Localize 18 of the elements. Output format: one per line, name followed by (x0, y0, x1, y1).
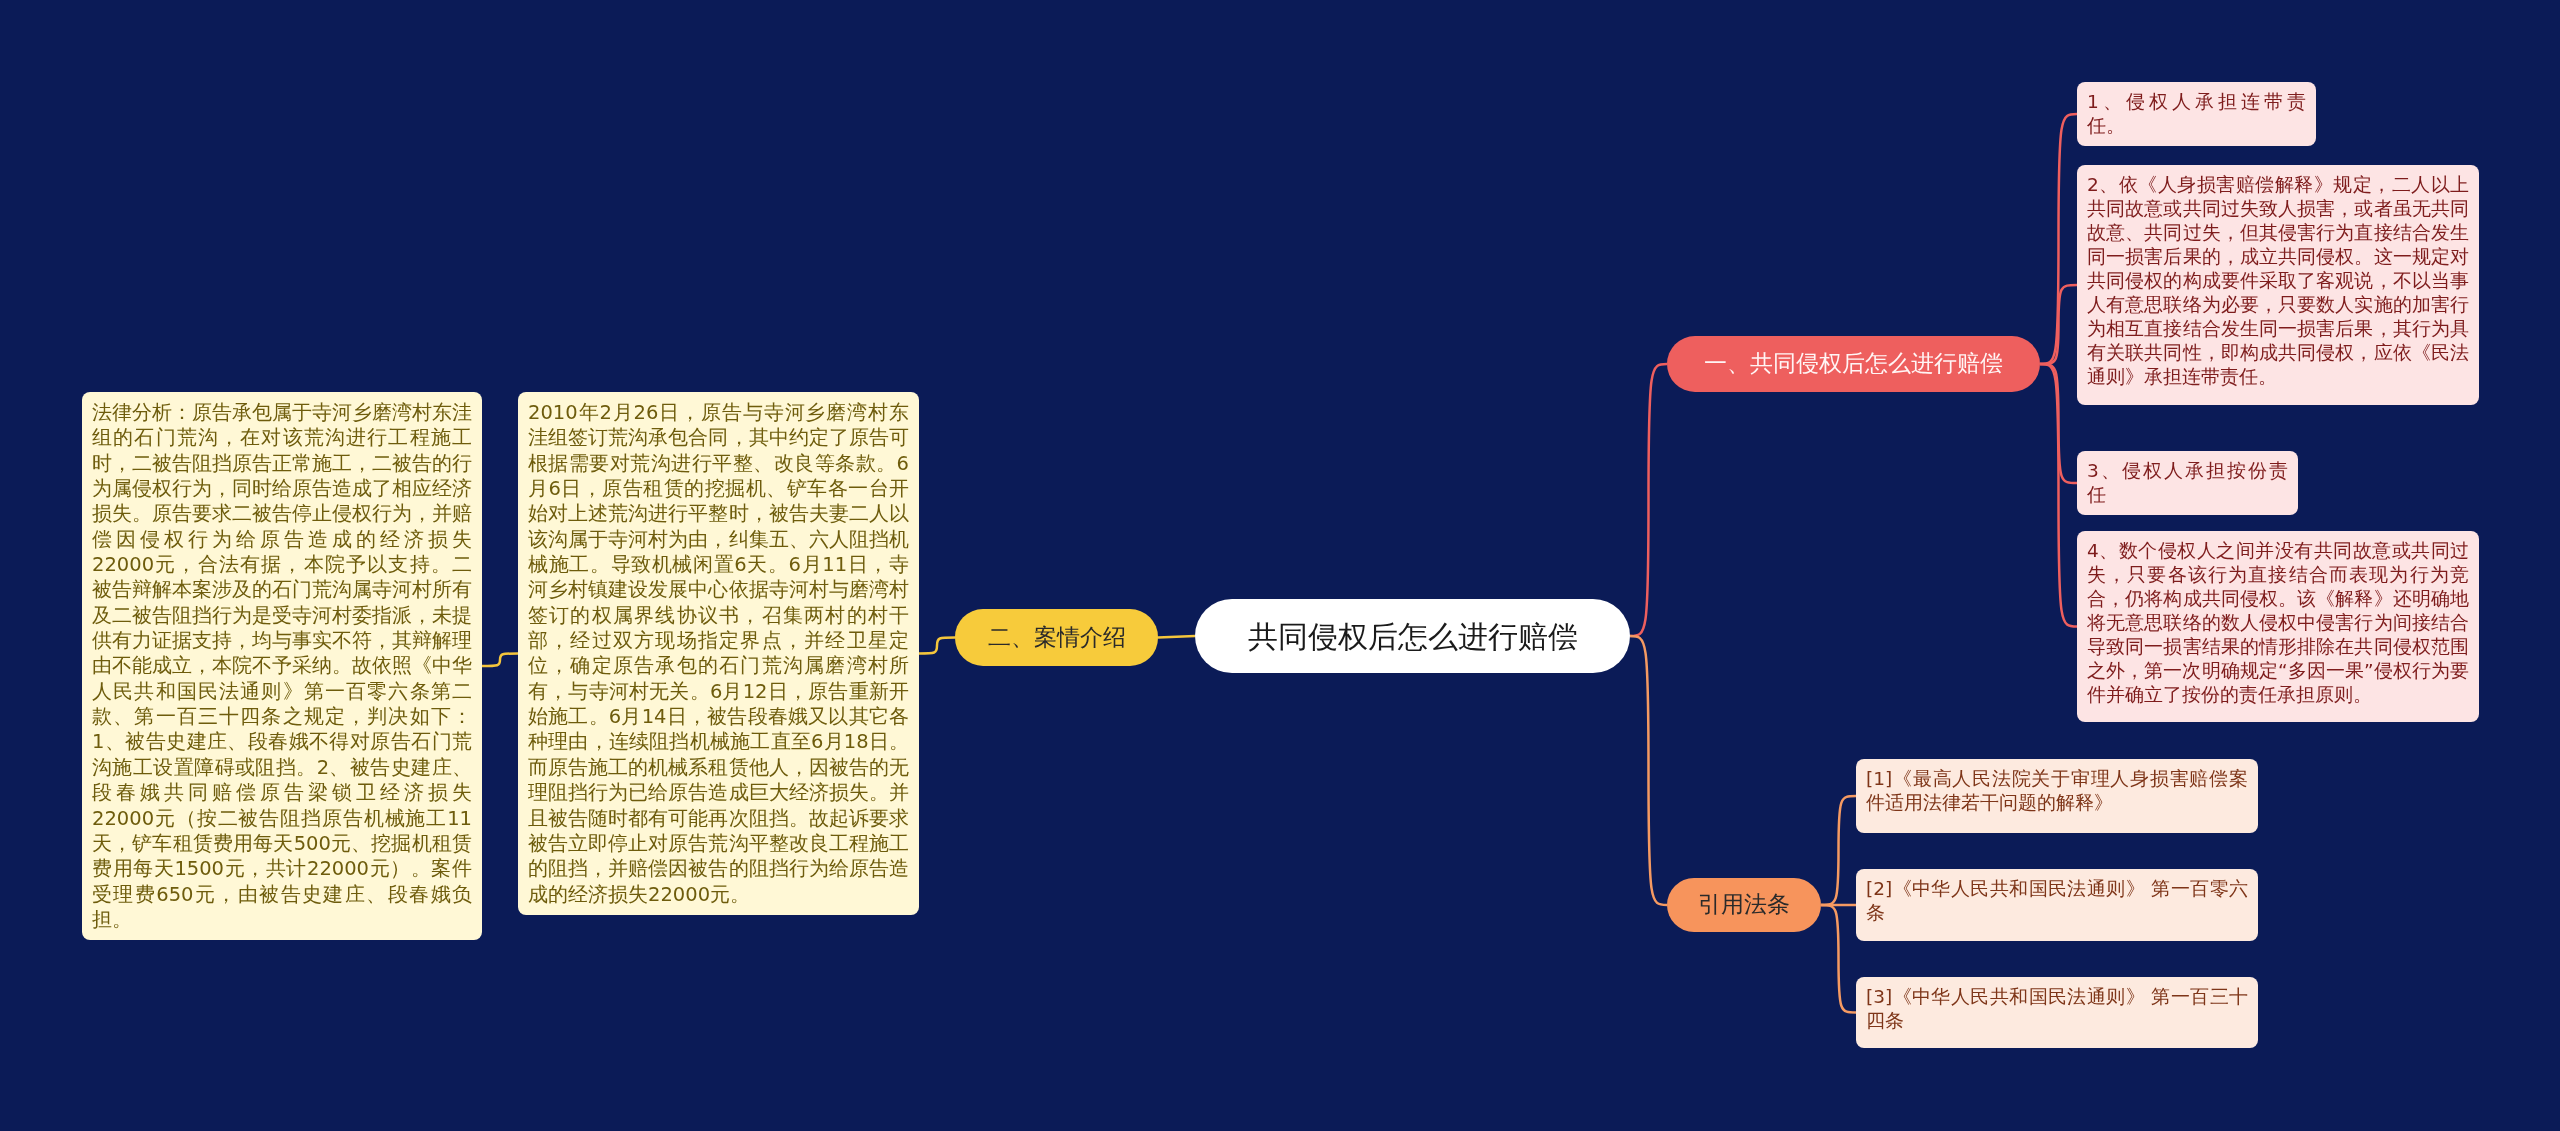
text-card: [3]《中华人民共和国民法通则》 第一百三十四条 (1856, 977, 2258, 1048)
connector-line (1157, 634, 1196, 639)
connector-line (919, 636, 955, 655)
connector-line (1629, 634, 1668, 907)
text-card: [1]《最高人民法院关于审理人身损害赔偿案件适用法律若干问题的解释》 (1856, 759, 2258, 833)
text-card: 法律分析：原告承包属于寺河乡磨湾村东洼组的石门荒沟，在对该荒沟进行工程施工时，二被告阻挡原告正常施工，二被告的行为属侵权行为，同时给原告造成了相应经济损失。原告要求二被告停止侵权行为，并赔偿因侵权行为给原告造成的经济损失22000元，合法有据，本院予以支持。二被告辩解本案涉及的石门荒沟属寺河村所有及二被告阻挡行为是受寺河村委指派，未提供有力证据支持，均与事实不符，其辩解理由不能成立，本院不予采纳。故依照《中华人民共和国民法通则》第一百零六条第二款、第一百三十四条之规定，判决如下：1、被告史建庄、段春娥不得对原告石门荒沟施工设置障碍或阻挡。2、被告史建庄、段春娥共同赔偿原告梁锁卫经济损失22000元（按二被告阻挡原告机械施工11天，铲车租赁费用每天500元、挖掘机租赁费用每天1500元，共计22000元）。案件受理费650元，由被告史建庄、段春娥负担。 (82, 392, 482, 941)
text-card: 2、依《人身损害赔偿解释》规定，二人以上共同故意或共同过失致人损害，或者虽无共同故意、共同过失，但其侵害行为直接结合发生同一损害后果的，成立共同侵权。这一规定对共同侵权的构成要件采取了客观说，不以当事人有意思联络为必要，只要数人实施的加害行为相互直接结合发生同一损害后果，其行为具有关联共同性，即构成共同侵权，应依《民法通则》承担连带责任。 (2077, 165, 2479, 405)
central-topic: 共同侵权后怎么进行赔偿 (1195, 599, 1630, 673)
text-card: 2010年2月26日，原告与寺河乡磨湾村东洼组签订荒沟承包合同，其中约定了原告可根据需要对荒沟进行平整、改良等条款。6月6日，原告租赁的挖掘机、铲车各一台开始对上述荒沟进行平整时，被告夫妻二人以该沟属于寺河村为由，纠集五、六人阻挡机械施工。导致机械闲置6天。6月11日，寺河乡村镇建设发展中心依据寺河村与磨湾村签订的权属界线协议书，召集两村的村干部，经过双方现场指定界点，并经卫星定位，确定原告承包的石门荒沟属磨湾村所有，与寺河村无关。6月12日，原告重新开始施工。6月14日，被告段春娥又以其它各种理由，连续阻挡机械施工直至6月18日。而原告施工的机械系租赁他人，因被告的无理阻挡行为已给原告造成巨大经济损失。并且被告随时都有可能再次阻挡。故起诉要求被告立即停止对原告荒沟平整改良工程施工的阻挡，并赔偿因被告的阻挡行为给原告造成的经济损失22000元。 (518, 392, 919, 915)
branch-topic: 引用法条 (1667, 878, 1821, 932)
text-card: 1、侵权人承担连带责任。 (2077, 82, 2316, 147)
text-card: [2]《中华人民共和国民法通则》 第一百零六条 (1856, 869, 2258, 941)
connector-line (482, 652, 518, 668)
connector-line (2039, 362, 2078, 628)
branch-topic: 一、共同侵权后怎么进行赔偿 (1667, 336, 2040, 392)
branch-topic: 二、案情介绍 (955, 609, 1158, 666)
text-card: 3、侵权人承担按份责任 (2077, 451, 2298, 516)
text-card: 4、数个侵权人之间并没有共同故意或共同过失，只要各该行为直接结合而表现为行为竞合，仍将构成共同侵权。该《解释》还明确地将无意思联络的数人侵权中侵害行为间接结合导致同一损害结果的情形排除在共同侵权范围之外，第一次明确规定“多因一果”侵权行为要件并确立了按份的责任承担原则。 (2077, 531, 2479, 722)
